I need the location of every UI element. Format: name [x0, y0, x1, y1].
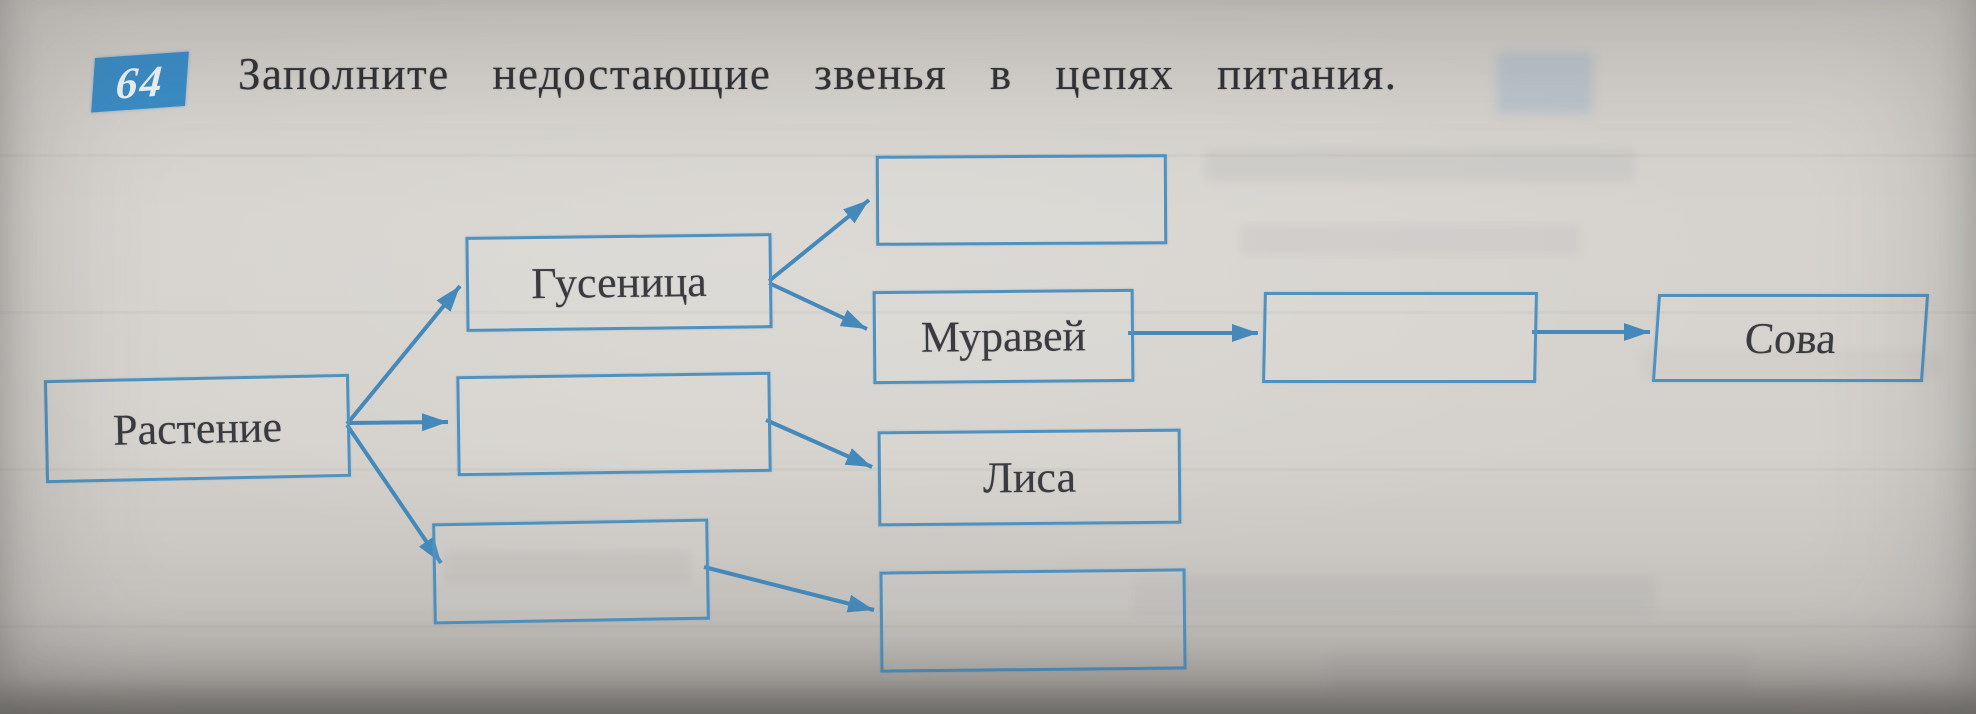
node-blank-answer-slot[interactable]	[456, 371, 772, 477]
bleedthrough-smudge	[1497, 52, 1593, 114]
arrow-blank-middle-to-fox	[765, 418, 873, 469]
node-caterpillar: Гусеница	[465, 233, 773, 332]
bleedthrough-smudge	[1135, 575, 1655, 615]
node-owl: Сова	[1651, 294, 1930, 382]
node-blank-answer-slot[interactable]	[875, 154, 1168, 246]
task-number-badge: 64	[91, 51, 189, 113]
node-plant: Растение	[43, 373, 352, 484]
bleedthrough-smudge	[1205, 148, 1635, 182]
arrow-plant-to-blank-bottom	[345, 423, 443, 565]
bleedthrough-smudge	[1330, 655, 1750, 691]
node-ant: Муравей	[872, 288, 1135, 385]
node-fox: Лиса	[877, 428, 1182, 527]
arrow-blank-bottom-to-blank	[703, 565, 875, 613]
node-blank-answer-slot[interactable]	[1262, 292, 1538, 383]
node-blank-answer-slot[interactable]	[879, 568, 1187, 673]
arrow-plant-to-blank-middle	[346, 413, 449, 432]
arrow-caterpillar-to-blank-top	[767, 198, 871, 283]
bleedthrough-smudge	[1240, 225, 1580, 255]
task-title: Заполните недостающие звенья в цепях пит…	[238, 49, 1398, 99]
arrow-plant-to-caterpillar	[345, 284, 462, 426]
node-blank-answer-slot[interactable]	[432, 518, 710, 625]
arrow-caterpillar-to-ant	[768, 281, 868, 331]
